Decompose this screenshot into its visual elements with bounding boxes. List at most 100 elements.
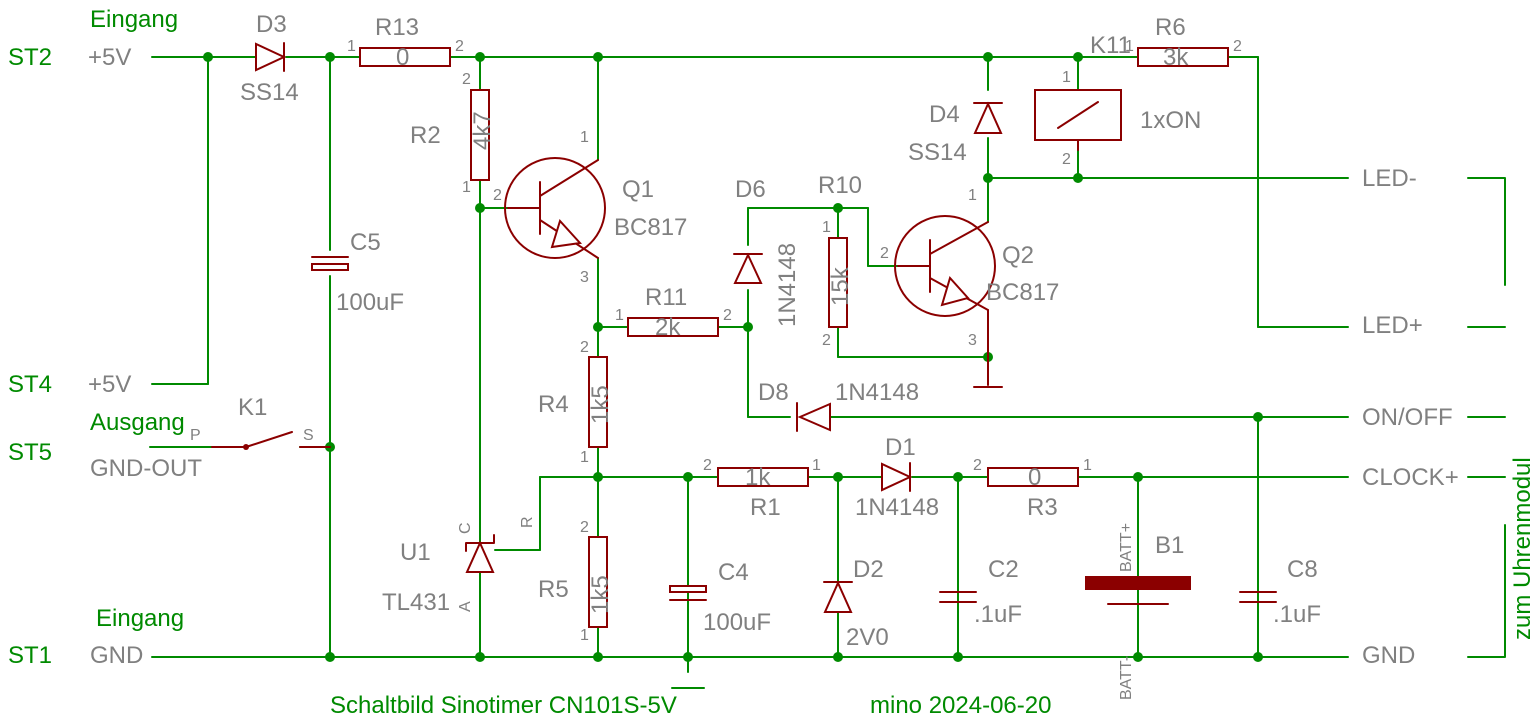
name-r4: R4	[538, 391, 569, 418]
name-u1: U1	[400, 539, 431, 566]
name-d3: D3	[256, 11, 287, 38]
pin-q1-2: 2	[493, 187, 502, 204]
switch-k1	[211, 431, 331, 450]
pin-r2-1: 1	[462, 179, 471, 196]
pin-r10-2: 2	[822, 332, 831, 349]
connector-st4: ST4	[8, 371, 52, 398]
name-r1: R1	[750, 494, 781, 521]
name-c8: C8	[1287, 556, 1318, 583]
value-r5: 1k5	[587, 575, 614, 614]
value-r10: 15k	[827, 266, 854, 306]
value-c5: 100uF	[336, 289, 404, 316]
value-d6: 1N4148	[774, 243, 801, 327]
connector-st2: ST2	[8, 44, 52, 71]
pin-r13-1: 1	[347, 38, 356, 55]
name-r11: R11	[645, 284, 687, 311]
diode-d1	[881, 462, 913, 492]
value-r6: 3k	[1163, 44, 1189, 71]
value-q2: BC817	[986, 279, 1059, 306]
name-b1: B1	[1155, 532, 1184, 559]
footer-author-date: mino 2024-06-20	[870, 692, 1051, 719]
value-d3: SS14	[240, 79, 299, 106]
pin-q1-1: 1	[580, 129, 589, 146]
pin-k11-2: 2	[1062, 151, 1071, 168]
pin-r4-1: 1	[580, 449, 589, 466]
junctions	[203, 52, 1263, 662]
diode-d6	[733, 252, 763, 284]
connector-st5: ST5	[8, 439, 52, 466]
pin-k1-p: P	[190, 427, 201, 444]
port-5v-mid: +5V	[88, 371, 131, 398]
port-gnd-right: GND	[1362, 642, 1415, 669]
pin-k1-s: S	[303, 427, 314, 444]
transistor-q1	[504, 157, 606, 259]
pin-u1-c: C	[457, 522, 474, 534]
label-ausgang: Ausgang	[90, 409, 185, 436]
pin-r3-1: 1	[1083, 457, 1092, 474]
name-r10: R10	[818, 172, 862, 199]
value-q1: BC817	[614, 214, 687, 241]
pin-numbers: 1 2 2 1 1 2 3 1 2 1 2 2 1 3 1 2 1 2 2 1 …	[347, 38, 1242, 644]
value-r1: 1k	[745, 464, 771, 491]
name-r13: R13	[375, 14, 419, 41]
name-k11: K11	[1090, 32, 1131, 59]
pin-r1-1: 1	[812, 457, 821, 474]
capacitor-c8	[1239, 591, 1277, 603]
name-c5: C5	[350, 229, 381, 256]
diode-d2	[823, 580, 853, 613]
port-led-minus: LED-	[1362, 165, 1417, 192]
name-c2: C2	[988, 556, 1019, 583]
value-r4: 1k5	[587, 385, 614, 424]
name-r6: R6	[1155, 14, 1186, 41]
diode-d8	[796, 402, 831, 432]
regulator-u1	[465, 534, 495, 573]
diode-d4	[973, 101, 1003, 134]
name-d1: D1	[885, 434, 916, 461]
battery-b1	[1085, 576, 1191, 605]
value-d4: SS14	[908, 139, 967, 166]
name-k1: K1	[238, 394, 267, 421]
name-r3: R3	[1027, 494, 1058, 521]
name-q2: Q2	[1002, 242, 1034, 269]
value-c2: .1uF	[974, 601, 1022, 628]
capacitor-c5	[311, 256, 349, 271]
relay-k11	[1034, 89, 1122, 151]
name-d4: D4	[929, 101, 960, 128]
pin-q1-3: 3	[580, 269, 589, 286]
pin-u1-a: A	[457, 601, 474, 612]
pin-r1-2: 2	[703, 457, 712, 474]
port-led-plus: LED+	[1362, 312, 1423, 339]
label-eingang-top: Eingang	[90, 6, 178, 33]
resistor-r3	[987, 467, 1079, 487]
pin-r13-2: 2	[455, 38, 464, 55]
pin-r6-2: 2	[1233, 38, 1242, 55]
port-on-off: ON/OFF	[1362, 404, 1453, 431]
pin-q2-3: 3	[968, 332, 977, 349]
pin-b1-minus: BATT-	[1118, 656, 1135, 700]
resistor-r1	[717, 467, 809, 487]
port-gnd-out: GND-OUT	[90, 455, 202, 482]
capacitor-c2	[939, 591, 977, 603]
port-clock-plus: CLOCK+	[1362, 464, 1459, 491]
resistor-r10	[828, 237, 848, 328]
label-zum-uhrenmodul: zum Uhrenmodul	[1509, 457, 1536, 640]
label-eingang-bottom: Eingang	[96, 605, 184, 632]
value-r11: 2k	[655, 314, 681, 341]
diode-d3	[255, 42, 287, 72]
value-r13: 0	[396, 44, 409, 71]
pin-r4-2: 2	[580, 339, 589, 356]
value-d2: 2V0	[846, 624, 889, 651]
port-gnd-left: GND	[90, 642, 143, 669]
footer-title: Schaltbild Sinotimer CN101S-5V	[330, 692, 677, 719]
pin-q2-1: 1	[968, 187, 977, 204]
value-r2: 4k7	[469, 111, 496, 150]
value-c8: .1uF	[1273, 601, 1321, 628]
port-5v-top: +5V	[88, 44, 131, 71]
name-c4: C4	[718, 559, 749, 586]
pin-r11-2: 2	[723, 307, 732, 324]
resistor-r13	[359, 47, 451, 67]
pin-r5-2: 2	[580, 519, 589, 536]
wires	[149, 56, 1506, 689]
pin-r6-1: 1	[1125, 38, 1134, 55]
